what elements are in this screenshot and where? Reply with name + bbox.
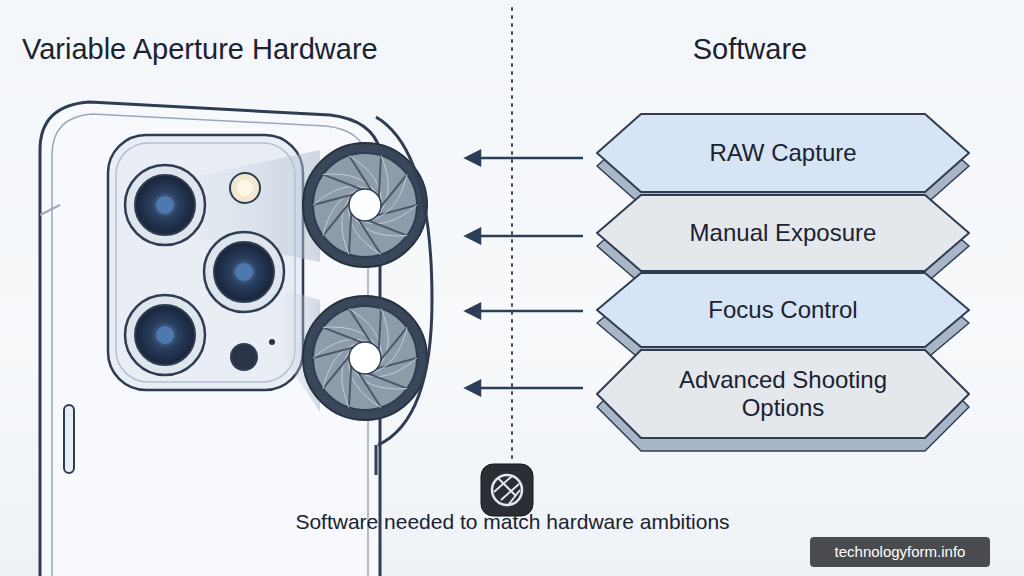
software-layer: Focus Control bbox=[597, 273, 969, 347]
layer-label: Manual Exposure bbox=[597, 219, 969, 247]
flash bbox=[237, 180, 253, 196]
watermark: technologyform.info bbox=[810, 537, 990, 567]
side-button bbox=[64, 405, 74, 473]
phone-edge bbox=[40, 205, 60, 215]
bracket bbox=[375, 445, 378, 475]
arrow bbox=[466, 151, 583, 395]
aperture-iris bbox=[303, 143, 427, 267]
camera-lens bbox=[125, 165, 284, 375]
heading: Variable Aperture Hardware bbox=[22, 32, 492, 67]
bracket bbox=[376, 117, 432, 445]
layer-label: RAW Capture bbox=[597, 139, 969, 167]
software-layer: Advanced Shooting Options bbox=[597, 350, 969, 438]
software-layer: Manual Exposure bbox=[597, 195, 969, 271]
layer-label: Advanced Shooting Options bbox=[597, 366, 969, 422]
flash bbox=[230, 173, 260, 203]
caption: Software needed to match hardware ambiti… bbox=[225, 508, 800, 535]
heading: Software bbox=[600, 32, 900, 67]
software-layer: RAW Capture bbox=[597, 114, 969, 192]
divider bbox=[511, 8, 513, 460]
microphone bbox=[269, 339, 275, 345]
lidar-sensor bbox=[231, 344, 257, 370]
aperture-iris bbox=[303, 296, 427, 420]
layer-label: Focus Control bbox=[597, 296, 969, 324]
app-icon bbox=[481, 464, 533, 516]
